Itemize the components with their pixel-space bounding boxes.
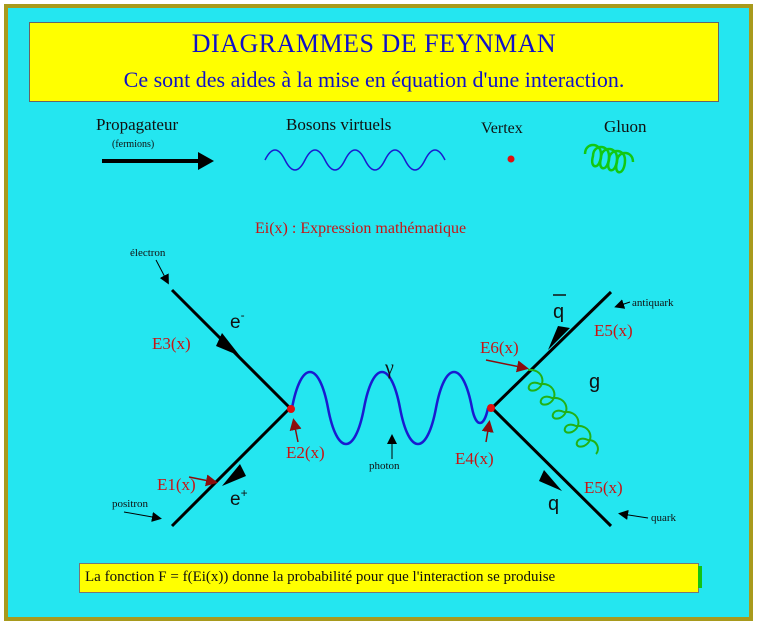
vertex-right (487, 404, 495, 412)
quark-line (490, 406, 613, 528)
photon-wave (290, 371, 490, 445)
e4-label: E4(x) (455, 449, 494, 468)
gamma-symbol: γ (384, 357, 394, 379)
q-symbol: q (548, 493, 559, 515)
electron-line (170, 288, 292, 410)
legend-fermions-label: (fermions) (112, 139, 154, 150)
electron-pointer (155, 259, 169, 285)
antiquark-line (490, 290, 613, 410)
e-plus-symbol: e+ (230, 486, 248, 510)
quark-pointer (618, 509, 649, 520)
expression-label: Ei(x) : Expression mathématique (255, 220, 466, 237)
e5-bottom-label: E5(x) (584, 478, 623, 497)
vertex-left (287, 405, 295, 413)
footer-box: La fonction F = f(Ei(x)) donne la probab… (79, 563, 702, 593)
title-box: DIAGRAMMES DE FEYNMAN Ce sont des aides … (29, 22, 719, 102)
antiquark-label: antiquark (632, 297, 674, 309)
footer-accent (698, 566, 702, 588)
e2-label: E2(x) (286, 443, 325, 462)
svg-text:q: q (553, 301, 564, 323)
electron-label: électron (130, 247, 166, 259)
e1-pointer (188, 474, 218, 487)
propagator-arrow-icon (102, 152, 214, 170)
legend-propagateur-label: Propagateur (96, 115, 178, 134)
e1-label: E1(x) (157, 475, 196, 494)
photon-label: photon (369, 460, 400, 472)
e5-top-label: E5(x) (594, 321, 633, 340)
qbar-symbol: q (553, 294, 566, 323)
gluon-spring-icon (583, 143, 635, 174)
legend-vertex-label: Vertex (481, 120, 523, 137)
page-title: DIAGRAMMES DE FEYNMAN (191, 29, 557, 58)
legend-gluon-label: Gluon (604, 117, 647, 136)
e6-pointer (485, 359, 529, 373)
boson-wave-icon (264, 149, 446, 171)
g-symbol: g (589, 371, 600, 393)
gluon-spiral (527, 368, 599, 455)
positron-pointer (123, 511, 162, 522)
e4-pointer (481, 420, 494, 443)
vertex-dot-icon (507, 155, 515, 163)
legend-bosons-label: Bosons virtuels (286, 115, 391, 134)
quark-label: quark (651, 512, 677, 524)
e-minus-symbol: e- (230, 308, 245, 333)
e2-pointer (289, 418, 302, 443)
positron-label: positron (112, 498, 149, 510)
e6-label: E6(x) (480, 338, 519, 357)
antiquark-pointer (614, 299, 631, 309)
page-subtitle: Ce sont des aides à la mise en équation … (123, 67, 625, 92)
e3-label: E3(x) (152, 334, 191, 353)
positron-line (170, 406, 292, 528)
footer-text: La fonction F = f(Ei(x)) donne la probab… (85, 569, 556, 585)
